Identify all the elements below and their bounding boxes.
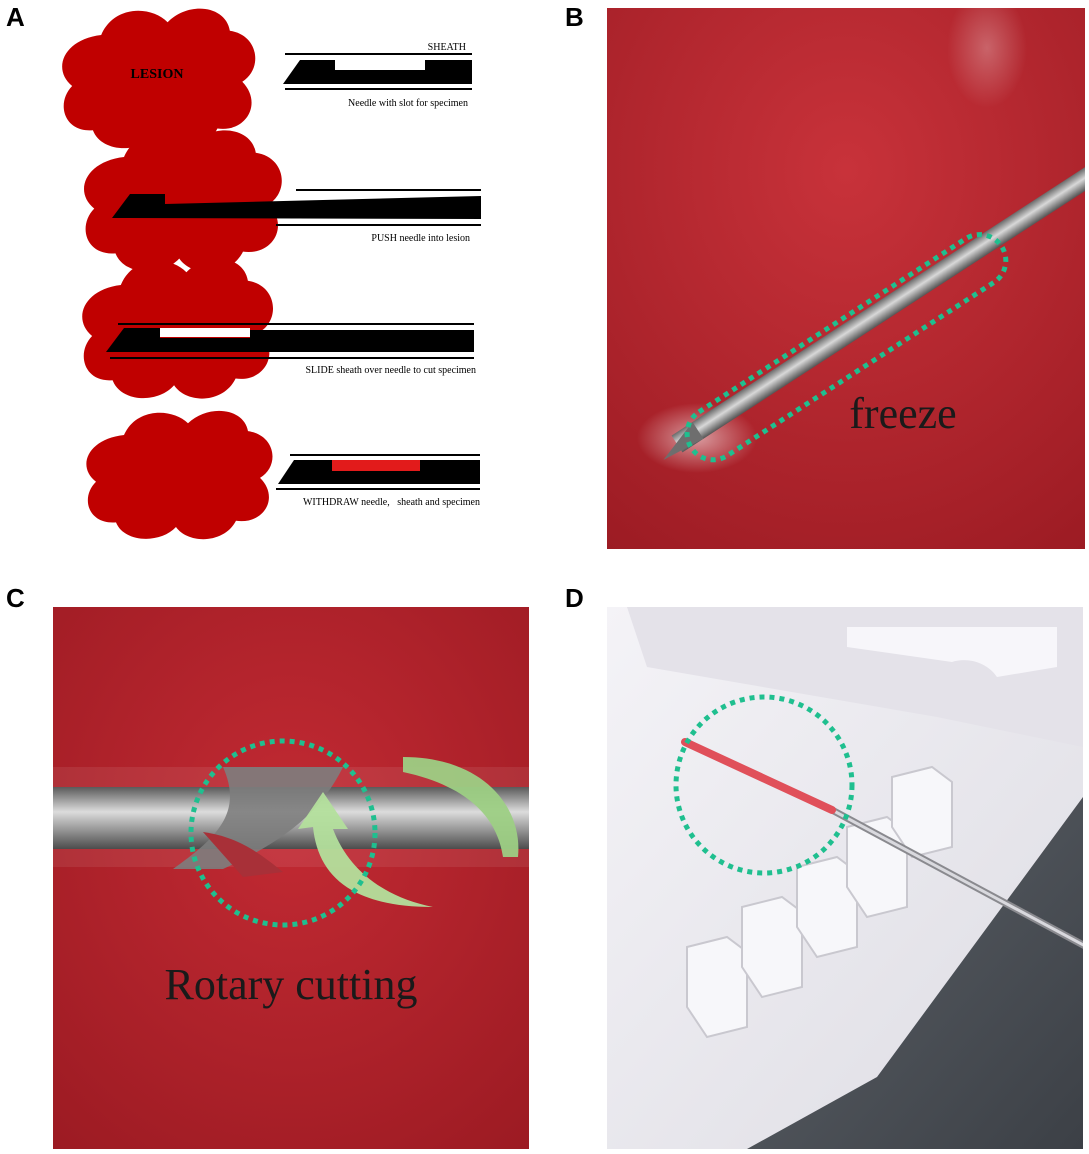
panel-a-diagram: LESION SHEATH Needle with slot for speci… [62, 8, 481, 540]
dotted-circle [673, 694, 855, 876]
panel-b-caption: freeze [849, 389, 956, 438]
panel-c-image: Rotary cutting [53, 607, 529, 1149]
biopsy-needle-2 [112, 189, 481, 226]
dotted-circle [188, 738, 378, 928]
biopsy-needle [663, 152, 1085, 460]
specimen-core [332, 460, 420, 471]
biopsy-needle-4 [276, 454, 480, 490]
step2-caption: PUSH needle into lesion [371, 233, 470, 244]
panel-b-image: freeze [607, 8, 1085, 549]
biopsy-needle-3 [106, 323, 474, 359]
specimen-core [681, 738, 836, 814]
lesion-label: LESION [131, 67, 184, 82]
step3-caption: SLIDE sheath over needle to cut specimen [306, 365, 477, 376]
panel-d-image [607, 607, 1083, 1149]
panel-c-caption: Rotary cutting [165, 960, 418, 1009]
panel-b-letter: B [565, 2, 584, 32]
panel-d-letter: D [565, 583, 584, 613]
panel-a-letter: A [6, 2, 25, 32]
biopsy-needle-1 [283, 53, 472, 90]
biopsy-needle [681, 738, 1083, 949]
lesion-blob-2 [84, 130, 282, 272]
rotation-arrow [298, 757, 519, 907]
step4-caption: WITHDRAW needle, sheath and specimen [303, 497, 480, 508]
biopsy-needle [53, 767, 529, 877]
panel-c-letter: C [6, 583, 25, 613]
sheath-label: SHEATH [428, 42, 466, 53]
lesion-blob-4 [86, 410, 273, 540]
step1-caption: Needle with slot for specimen [348, 98, 468, 109]
